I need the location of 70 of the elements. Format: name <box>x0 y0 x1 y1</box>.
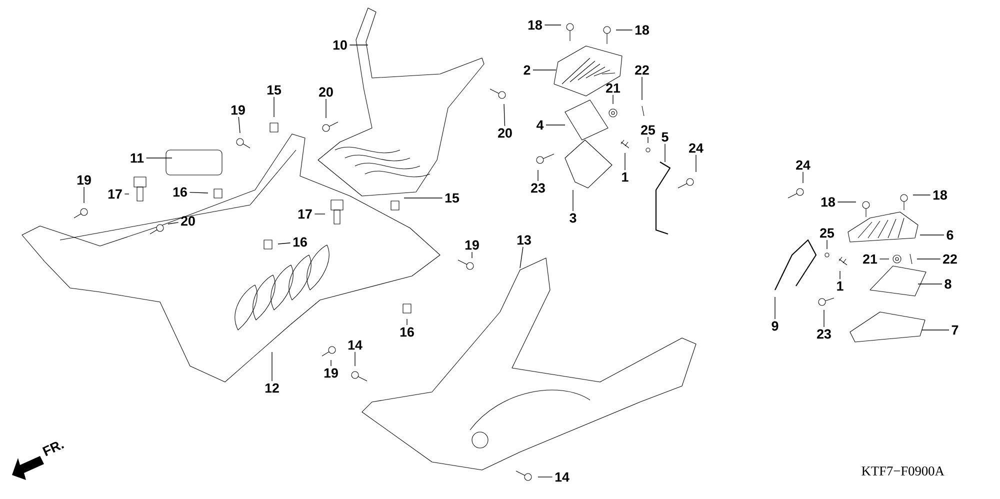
callout-number: 19 <box>465 240 479 250</box>
callout-number: 23 <box>531 183 545 193</box>
leader-line <box>349 44 368 46</box>
callout-number: 9 <box>772 321 778 331</box>
callout-number: 24 <box>689 143 704 153</box>
callout-number: 1 <box>622 172 628 182</box>
callout-number: 13 <box>517 235 531 245</box>
callout-number: 15 <box>445 193 460 203</box>
callout-number: 3 <box>570 213 576 223</box>
leader-line <box>538 476 553 478</box>
callout-number: 18 <box>528 20 542 30</box>
callout-number: 20 <box>319 87 333 97</box>
callout-number: 2 <box>524 65 530 75</box>
callout-number: 24 <box>796 160 810 170</box>
callout-number: 21 <box>606 83 620 93</box>
callout-number: 20 <box>181 216 195 226</box>
leader-line <box>916 258 941 260</box>
leader-line <box>920 234 944 236</box>
leader-line <box>189 192 208 194</box>
leader-line <box>504 104 506 126</box>
leader-line <box>624 152 626 170</box>
callout-number: 21 <box>863 254 878 264</box>
callout-number: 6 <box>946 230 954 240</box>
leader-line <box>406 318 408 326</box>
callout-number: 14 <box>348 340 362 350</box>
leader-line <box>278 242 291 244</box>
leader-line <box>520 246 524 268</box>
callout-number: 25 <box>641 125 656 135</box>
callout-number: 19 <box>77 175 91 185</box>
leader-line <box>879 258 890 260</box>
callout-number: 23 <box>817 329 831 339</box>
leader-line <box>330 360 332 366</box>
callout-number: 22 <box>635 65 649 75</box>
callout-number: 25 <box>820 228 834 238</box>
callout-number: 16 <box>173 187 187 197</box>
callout-number: 18 <box>933 190 947 200</box>
leader-line <box>802 172 804 184</box>
callout-number: 16 <box>293 237 307 247</box>
leader-line <box>546 124 566 126</box>
callout-number: 17 <box>108 189 122 199</box>
leader-line <box>354 352 356 366</box>
callout-number: 22 <box>943 254 957 264</box>
leader-line <box>664 144 666 162</box>
leader-line <box>168 222 179 224</box>
leader-line <box>912 194 931 196</box>
leader-line <box>612 94 614 104</box>
callout-number: 8 <box>944 279 952 289</box>
diagram-code: KTF7−F0900A <box>862 466 944 476</box>
leader-line <box>826 240 828 250</box>
callout-number: 18 <box>821 197 835 207</box>
direction-label: FR. <box>42 442 64 456</box>
callout-number: 16 <box>400 327 414 337</box>
callout-number: 5 <box>662 132 668 142</box>
callout-number: 19 <box>324 368 338 378</box>
callout-number: 10 <box>333 40 347 50</box>
callout-number: 20 <box>498 128 512 138</box>
callout-number: 18 <box>635 25 649 35</box>
leader-line <box>544 24 562 26</box>
callout-number: 11 <box>130 153 144 163</box>
callout-number: 7 <box>952 325 958 335</box>
leader-line <box>572 190 574 212</box>
callout-number: 14 <box>555 472 570 482</box>
callout-number: 17 <box>298 209 312 219</box>
leader-line <box>238 116 240 134</box>
callout-number: 1 <box>837 281 844 291</box>
callout-number: 12 <box>265 383 279 393</box>
callout-number: 15 <box>267 85 282 95</box>
callout-number: 4 <box>536 120 544 130</box>
leader-line <box>774 296 776 320</box>
callout-number: 19 <box>231 105 245 115</box>
